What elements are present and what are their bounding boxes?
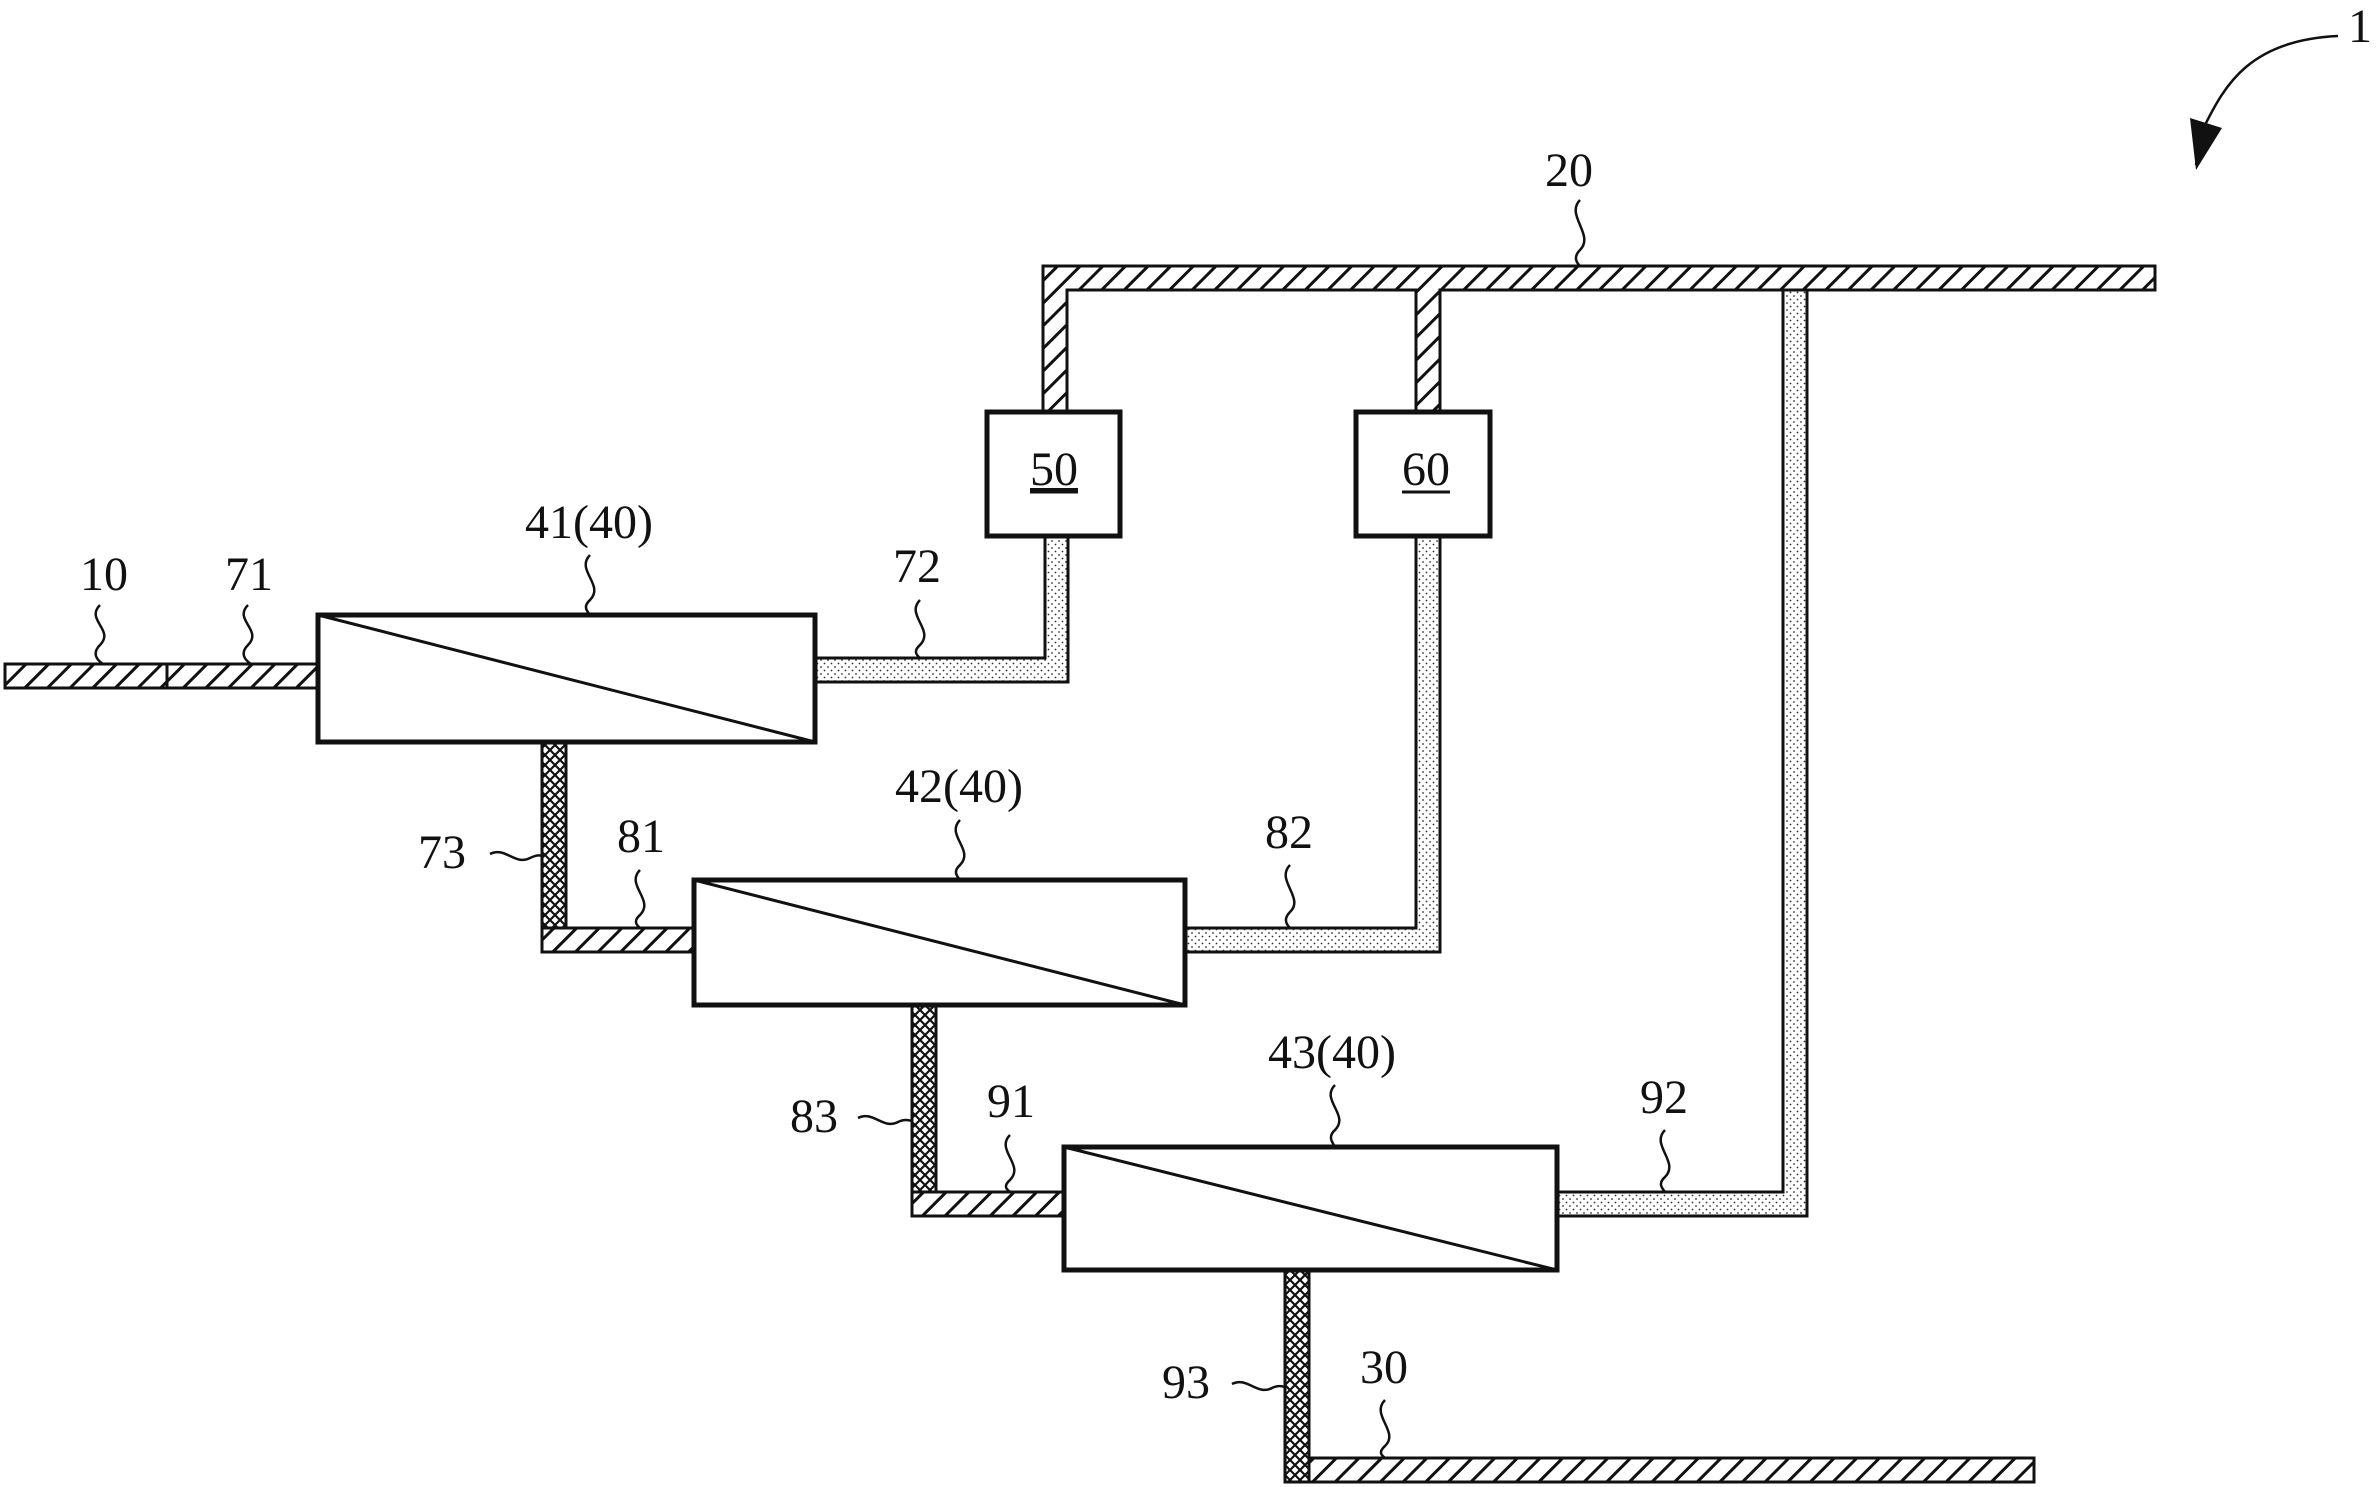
- pipe-10: [3, 662, 169, 690]
- label-72: 72: [893, 540, 941, 593]
- reference-arrow: [2190, 34, 2339, 170]
- leader-30: [1379, 1399, 1391, 1459]
- label-73: 73: [418, 826, 466, 879]
- label-20: 20: [1545, 144, 1593, 197]
- leader-43: [1329, 1084, 1341, 1148]
- unit-60: 60: [1353, 409, 1493, 539]
- leader-93: [1231, 1380, 1286, 1392]
- leader-83: [857, 1114, 913, 1126]
- pipe-83: [910, 1003, 938, 1212]
- pipe-93: [1283, 1268, 1311, 1484]
- leader-71: [242, 604, 254, 666]
- pipe-20: [1041, 264, 2157, 414]
- leader-81: [634, 869, 646, 929]
- pipe-91: [910, 1190, 1066, 1218]
- label-reference-1: 1: [2348, 0, 2372, 53]
- label-82: 82: [1265, 806, 1313, 859]
- label-93: 93: [1162, 1356, 1210, 1409]
- label-91: 91: [987, 1075, 1035, 1128]
- pipe-30: [1307, 1456, 2036, 1484]
- pipe-81: [540, 926, 696, 954]
- pipe-71: [165, 662, 320, 690]
- leader-41: [584, 554, 596, 616]
- label-41: 41(40): [525, 496, 653, 549]
- membrane-module-42: [691, 877, 1188, 1008]
- pipe-73: [540, 740, 568, 940]
- membrane-module-43: [1061, 1144, 1560, 1273]
- pipe-72: [813, 534, 1070, 684]
- label-81: 81: [617, 810, 665, 863]
- leader-92: [1659, 1129, 1671, 1193]
- label-43: 43(40): [1268, 1026, 1396, 1079]
- pipe-82: [1183, 534, 1442, 954]
- leader-72: [914, 599, 926, 659]
- leader-10: [94, 604, 106, 666]
- leader-20: [1574, 199, 1586, 267]
- unit-60-label: 60: [1402, 443, 1450, 496]
- label-71: 71: [225, 548, 273, 601]
- label-92: 92: [1640, 1071, 1688, 1124]
- membrane-module-41: [315, 612, 818, 745]
- unit-50-label: 50: [1030, 443, 1078, 496]
- label-10: 10: [80, 548, 128, 601]
- leader-91: [1004, 1134, 1016, 1193]
- unit-50: 50: [984, 409, 1123, 539]
- leader-73: [489, 850, 543, 862]
- label-83: 83: [790, 1090, 838, 1143]
- leader-42: [954, 819, 966, 881]
- leader-82: [1284, 864, 1296, 929]
- label-30: 30: [1360, 1341, 1408, 1394]
- label-42: 42(40): [895, 760, 1023, 813]
